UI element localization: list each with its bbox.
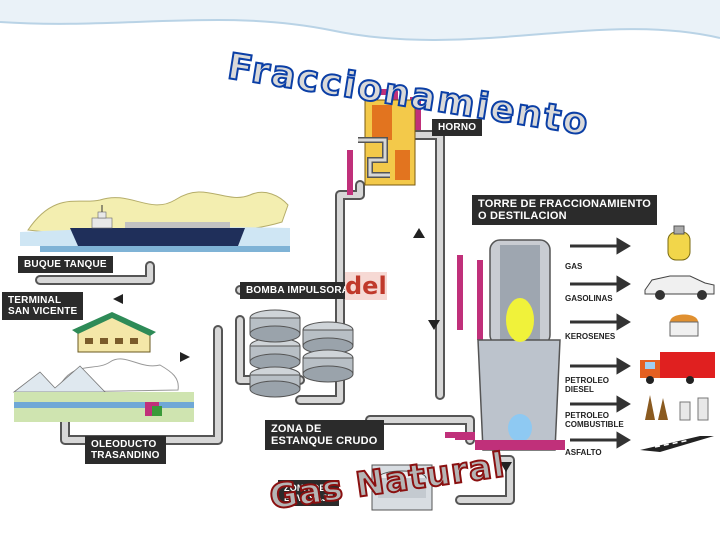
crude-storage-tanks — [249, 309, 354, 398]
oleoducto-landscape — [12, 358, 194, 422]
heater-icon — [669, 314, 699, 337]
distillation-tower — [455, 239, 565, 451]
terminal-label: TERMINAL SAN VICENTE — [2, 292, 84, 320]
buque-label: BUQUE TANQUE — [18, 256, 113, 273]
product-label-kerosenes: KEROSENES — [565, 332, 616, 341]
industry-icon — [645, 395, 709, 421]
product-label-gas: GAS — [565, 262, 583, 271]
horno-label: HORNO — [432, 119, 483, 136]
gas-cylinder-icon — [667, 225, 691, 261]
furnace — [358, 99, 416, 186]
tanker-ship — [40, 205, 290, 252]
zona-crudo-label: ZONA DE ESTANQUE CRUDO — [265, 420, 384, 450]
slide-connector: del — [345, 272, 387, 300]
product-label-asfalto: ASFALTO — [565, 448, 602, 457]
zona-envasaje-label: ZONA DE ENVASAJE — [278, 480, 340, 506]
road-icon — [640, 436, 714, 452]
slide-decoration — [0, 0, 720, 41]
terminal-building — [72, 312, 156, 353]
truck-icon — [640, 352, 715, 384]
product-label-combustible: PETROLEO COMBUSTIBLE — [565, 411, 624, 429]
torre-label: TORRE DE FRACCIONAMIENTO O DESTILACION — [472, 195, 658, 225]
car-icon — [644, 275, 715, 300]
product-label-diesel: PETROLEO DIESEL — [565, 376, 610, 394]
product-arrows — [570, 237, 631, 449]
bomba-label: BOMBA IMPULSORA — [240, 282, 356, 299]
product-label-gasolinas: GASOLINAS — [565, 294, 613, 303]
packaging-tank — [371, 464, 433, 511]
oleoducto-label: OLEODUCTO TRASANDINO — [85, 436, 166, 464]
